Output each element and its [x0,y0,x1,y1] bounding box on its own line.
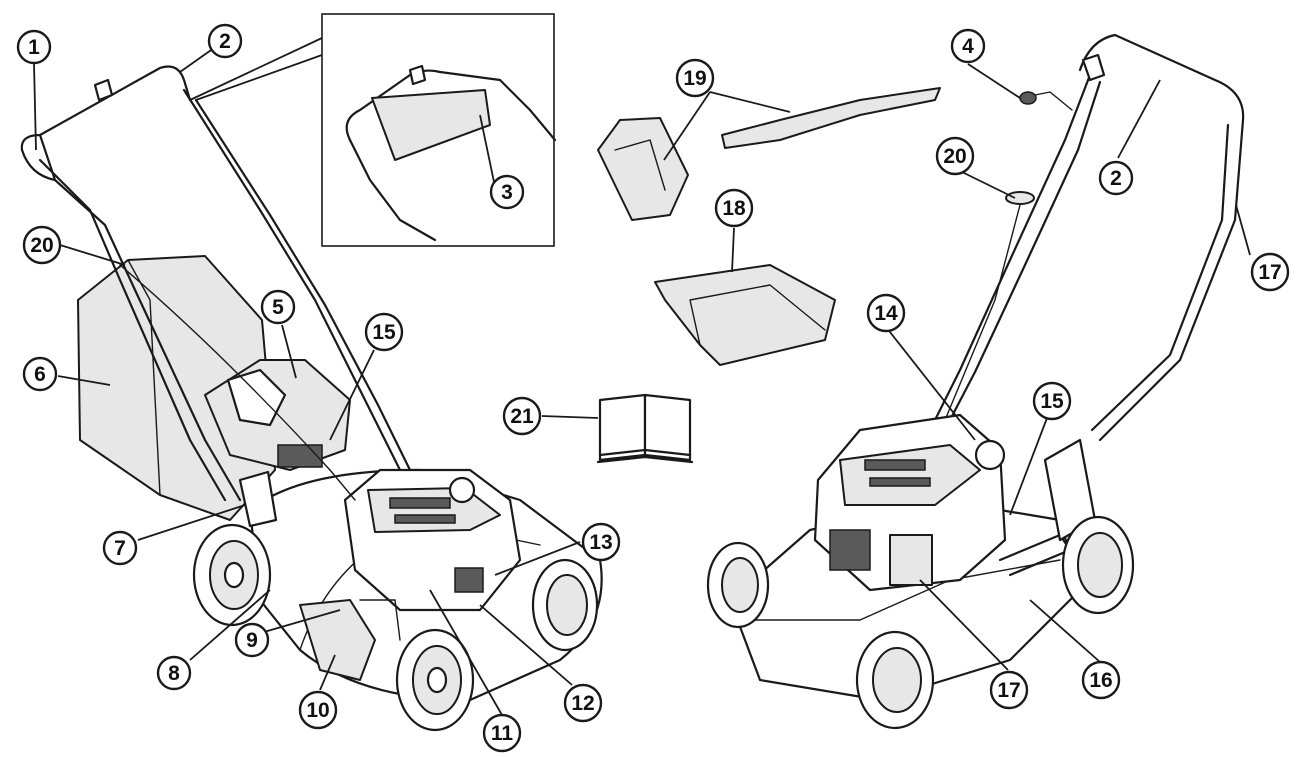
grass-catcher-bag [77,255,276,521]
svg-text:7: 7 [114,537,126,560]
svg-text:9: 9 [246,629,258,652]
callout-19: 19 [675,58,715,98]
callout-15: 15 [364,312,404,352]
side-discharge-chute [654,264,836,366]
svg-text:8: 8 [168,662,180,685]
svg-text:5: 5 [272,296,284,319]
callout-20-right: 20 [935,136,975,176]
svg-text:20: 20 [943,145,966,168]
right-front-wheel [855,630,935,730]
svg-text:20: 20 [30,234,53,257]
svg-text:17: 17 [1258,261,1281,284]
right-front-left-wheel [706,541,770,629]
callout-1: 1 [16,29,52,65]
svg-text:13: 13 [589,531,612,554]
left-front-right-wheel [531,558,599,652]
svg-text:2: 2 [1110,167,1122,190]
mower-blade [721,87,941,149]
callout-21: 21 [502,396,542,436]
svg-text:19: 19 [683,67,706,90]
right-rear-wheel [1061,515,1135,615]
left-rear-wheel [192,523,272,627]
svg-text:6: 6 [34,363,46,386]
svg-text:3: 3 [501,181,513,204]
svg-text:2: 2 [219,30,231,53]
callout-2-right: 2 [1098,160,1134,196]
callout-20: 20 [22,225,62,265]
manual-book-icon [596,393,694,464]
right-mower-illustration [706,33,1245,730]
svg-text:17: 17 [997,679,1020,702]
left-front-wheel [395,628,475,732]
spare-parts [596,87,941,464]
callout-17-engine: 17 [989,670,1029,710]
callout-7: 7 [102,530,138,566]
leader-lines [33,47,1251,716]
svg-text:1: 1 [28,36,40,59]
callout-4: 4 [950,28,986,64]
callout-14: 14 [866,293,906,333]
callout-6: 6 [22,356,58,392]
mulching-plug [597,117,689,221]
callout-15-right: 15 [1032,381,1072,421]
svg-text:14: 14 [874,302,898,325]
side-discharge-cover [299,599,376,681]
handle-inset-illustration [189,13,557,247]
left-handle-bar [20,65,192,152]
svg-text:10: 10 [306,699,329,722]
svg-text:15: 15 [372,321,396,344]
svg-text:16: 16 [1089,669,1112,692]
callout-12: 12 [563,683,603,723]
svg-text:4: 4 [962,35,974,58]
callout-11: 11 [482,713,522,753]
callout-18: 18 [714,188,754,228]
left-mower-illustration [20,65,603,732]
svg-text:18: 18 [722,197,746,220]
callout-16: 16 [1081,660,1121,700]
callout-8: 8 [156,655,192,691]
svg-text:12: 12 [571,692,594,715]
callout-17-right-handle: 17 [1250,252,1290,292]
callout-10: 10 [298,690,338,730]
callout-2: 2 [207,23,243,59]
callout-9: 9 [234,622,270,658]
callout-3: 3 [489,174,525,210]
callout-13: 13 [581,522,621,562]
svg-text:11: 11 [491,722,514,745]
svg-text:15: 15 [1040,390,1064,413]
right-handle-bar [1078,33,1245,442]
svg-text:21: 21 [510,405,534,428]
callout-5: 5 [260,289,296,325]
